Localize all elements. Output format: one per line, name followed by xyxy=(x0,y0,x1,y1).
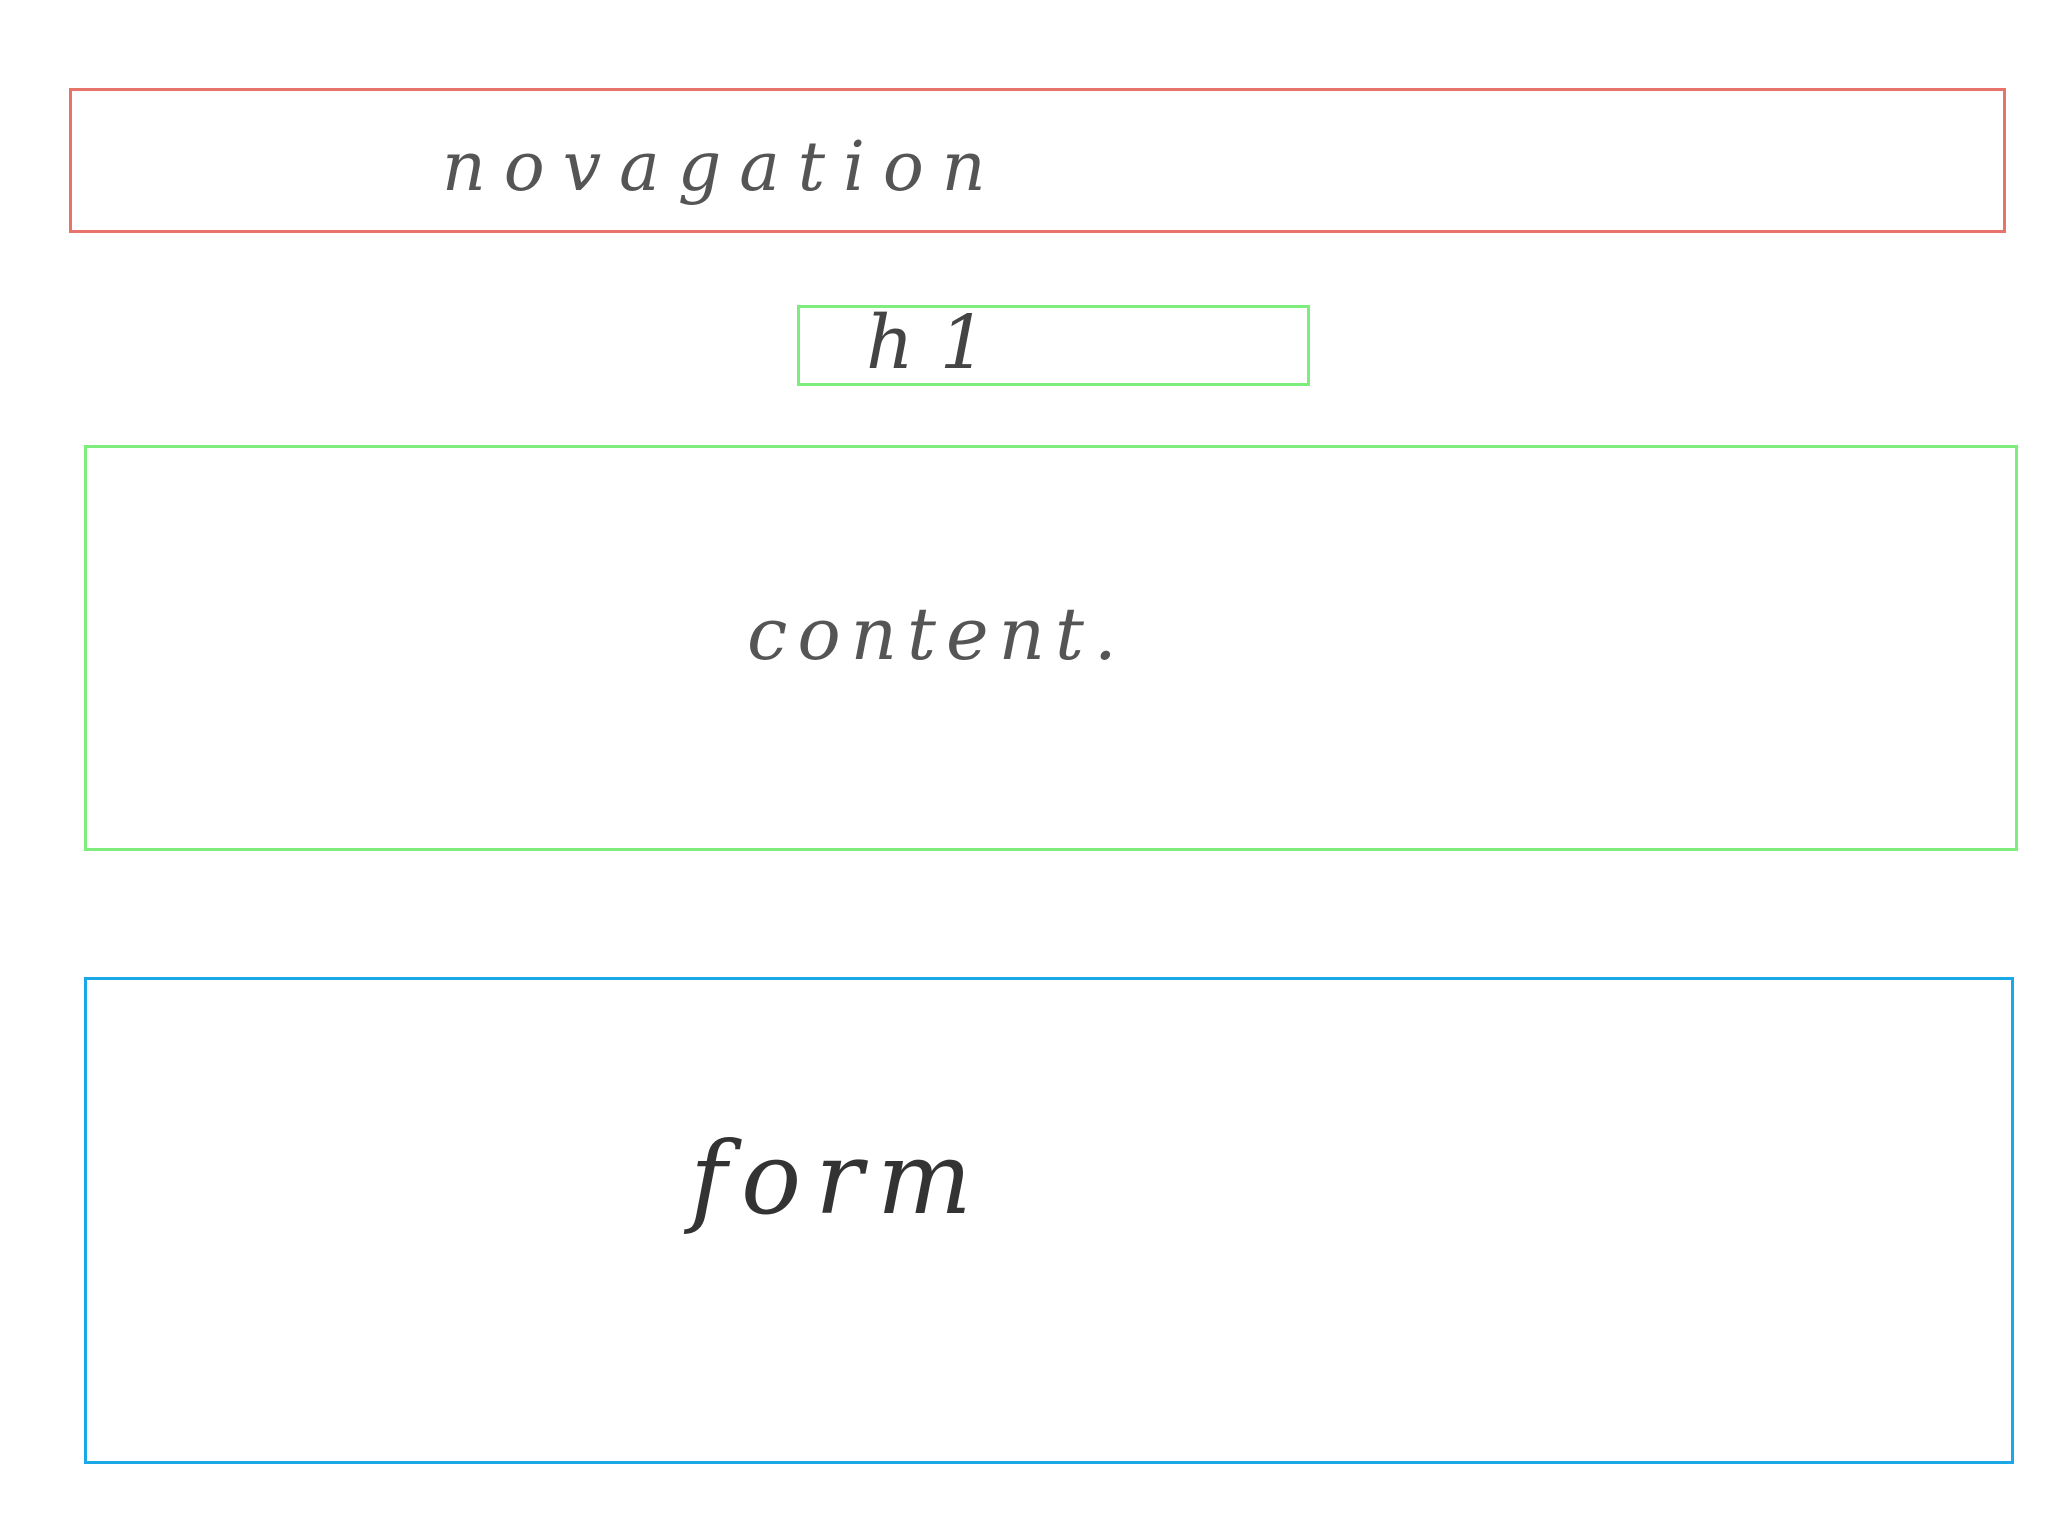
navigation-label: novagation xyxy=(442,128,1004,207)
navigation-wireframe-box xyxy=(69,88,2006,233)
h1-label: h1 xyxy=(866,300,1013,386)
form-wireframe-box xyxy=(84,977,2014,1464)
h1-wireframe-box xyxy=(797,305,1310,386)
content-wireframe-box xyxy=(84,445,2018,851)
content-label: content. xyxy=(747,592,1127,676)
form-label: form xyxy=(690,1120,986,1237)
